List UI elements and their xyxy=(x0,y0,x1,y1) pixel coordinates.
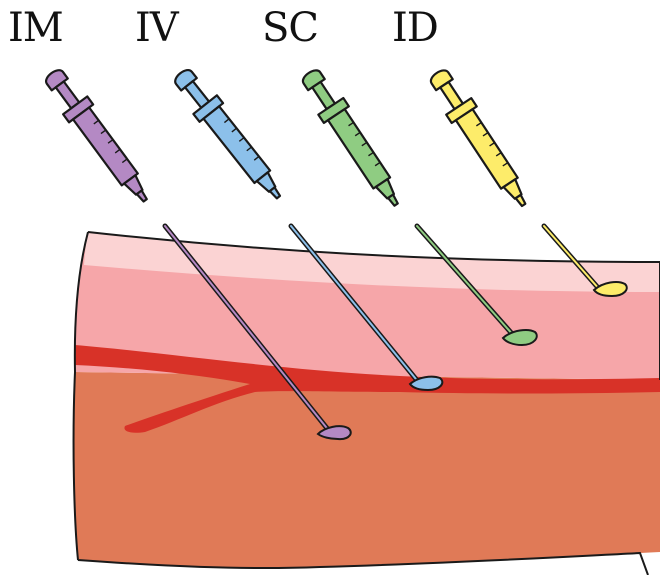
syringe-icon xyxy=(39,64,157,209)
syringe-needle-base xyxy=(516,195,527,207)
tissue-block xyxy=(74,232,660,575)
syringe-barrel xyxy=(328,109,390,188)
syringe-needle-base xyxy=(137,191,148,203)
syringe-barrel xyxy=(456,109,518,188)
syringe-icon xyxy=(424,65,536,213)
syringe-barrel xyxy=(73,107,138,185)
muscle-layer xyxy=(74,372,660,568)
syringe-icon xyxy=(169,64,291,206)
syringe-barrel xyxy=(203,106,270,183)
syringe-needle-base xyxy=(388,195,399,207)
syringe-icon xyxy=(296,65,408,213)
syringe-needle-base xyxy=(270,187,281,199)
